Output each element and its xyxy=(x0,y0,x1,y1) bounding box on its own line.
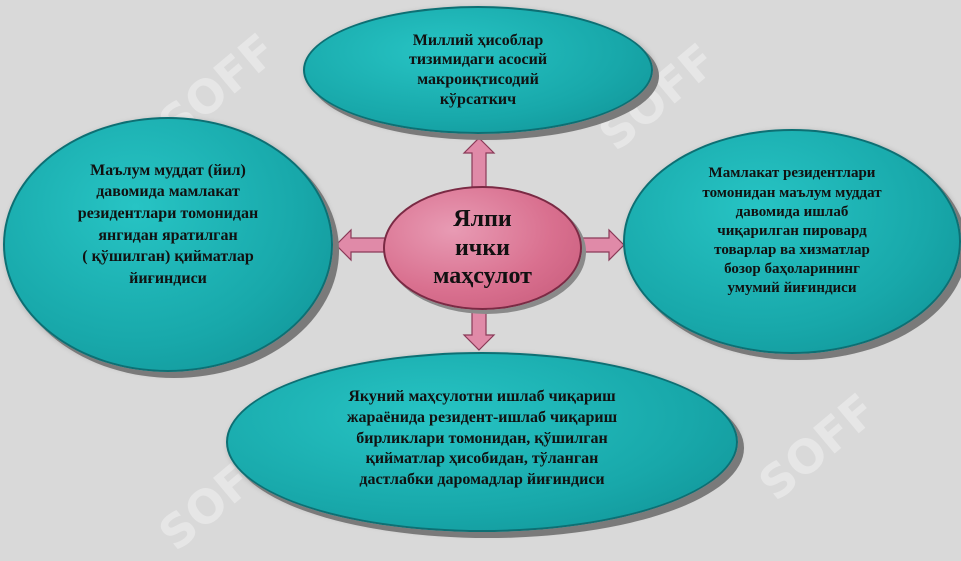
definition-top-ellipse: Миллий ҳисоблар тизимидаги асосий макрои… xyxy=(303,6,653,134)
definition-right-text: Мамлакат резидентлари томонидан маълум м… xyxy=(702,165,882,297)
definition-bottom-ellipse: Якуний маҳсулотни ишлаб чиқариш жараёнид… xyxy=(226,352,738,532)
connector-arrows xyxy=(335,137,625,351)
diagram-canvas: SOFF SOFF SOFF SOFF Миллий ҳисоблар тизи… xyxy=(3,6,961,561)
definition-top-text: Миллий ҳисоблар тизимидаги асосий макрои… xyxy=(408,31,548,108)
definition-bottom-text: Якуний маҳсулотни ишлаб чиқариш жараёнид… xyxy=(346,388,618,489)
definition-left-text: Маълум муддат (йил) давомида мамлакат ре… xyxy=(77,161,259,287)
arrow-up xyxy=(462,137,496,191)
arrow-down xyxy=(462,302,496,351)
arrow-right xyxy=(574,228,625,262)
arrow-left xyxy=(335,228,387,262)
center-concept-text: Ялпи ички маҳсулот xyxy=(433,205,532,290)
definition-right-ellipse: Мамлакат резидентлари томонидан маълум м… xyxy=(623,129,961,354)
center-concept-ellipse: Ялпи ички маҳсулот xyxy=(383,186,582,310)
definition-left-ellipse: Маълум муддат (йил) давомида мамлакат ре… xyxy=(3,117,333,372)
